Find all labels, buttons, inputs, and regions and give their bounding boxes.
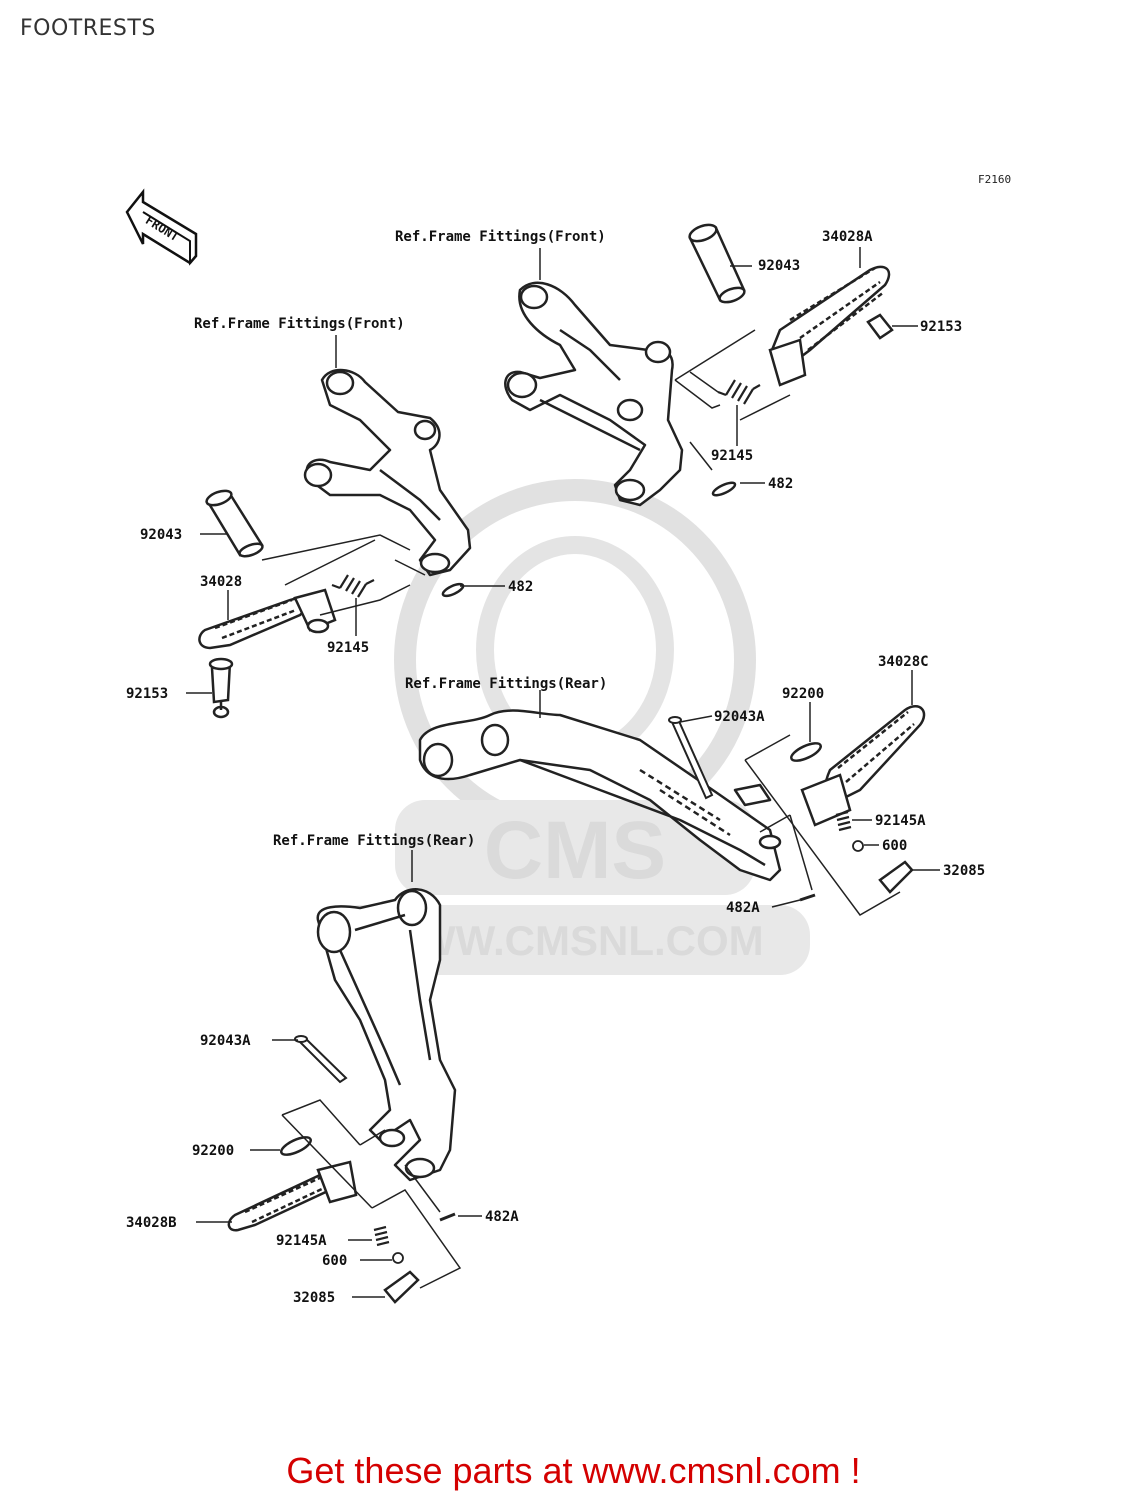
bolt-92153-upper xyxy=(866,313,894,340)
detent-32085-upper xyxy=(878,860,914,894)
label-32085-lower: 32085 xyxy=(293,1290,335,1306)
label-92145-left: 92145 xyxy=(327,640,369,656)
label-600-upper: 600 xyxy=(882,838,907,854)
label-32085-upper: 32085 xyxy=(943,863,985,879)
label-482A-lower: 482A xyxy=(485,1209,519,1225)
clip-482A-lower xyxy=(439,1212,456,1222)
leaders-rear-upper xyxy=(539,670,940,916)
spring-92145A-upper xyxy=(835,810,852,832)
bolt-92153-left xyxy=(208,657,234,719)
label-34028A: 34028A xyxy=(822,229,873,245)
ball-600-upper xyxy=(852,840,864,852)
label-482-upper: 482 xyxy=(768,476,793,492)
label-92043A-upper: 92043A xyxy=(714,709,765,725)
watermark-brand: CMS xyxy=(484,805,666,896)
label-92043A-lower: 92043A xyxy=(200,1033,251,1049)
spring-92145-left xyxy=(331,574,375,598)
clip-482-upper xyxy=(711,481,737,497)
clip-482-left xyxy=(441,582,465,598)
spring-92145A-lower xyxy=(373,1225,390,1247)
washer-92200-lower xyxy=(280,1136,312,1156)
front-bracket-left xyxy=(303,368,472,577)
label-34028B: 34028B xyxy=(126,1215,177,1231)
ref-frame-rear-lower: Ref.Frame Fittings(Rear) xyxy=(273,833,475,849)
watermark-brand-plate xyxy=(395,800,755,895)
spring-92145-upper xyxy=(717,379,761,405)
label-92200-upper: 92200 xyxy=(782,686,824,702)
label-482-left: 482 xyxy=(508,579,533,595)
label-92145-upper: 92145 xyxy=(711,448,753,464)
footpeg-34028B xyxy=(227,1160,358,1232)
pin-92043-upper xyxy=(688,223,746,304)
rear-bracket-lower xyxy=(316,888,457,1182)
front-arrow-icon: FRONT xyxy=(125,188,198,266)
pin-92043A-upper xyxy=(668,716,714,800)
label-92200-lower: 92200 xyxy=(192,1143,234,1159)
ball-600-lower xyxy=(392,1252,404,1264)
label-34028: 34028 xyxy=(200,574,242,590)
label-34028C: 34028C xyxy=(878,654,929,670)
label-92153-upper: 92153 xyxy=(920,319,962,335)
footpeg-34028C xyxy=(800,705,926,827)
leaders-rear-lower xyxy=(196,850,482,1298)
rear-bracket-upper xyxy=(418,709,782,882)
figure-code: F2160 xyxy=(978,173,1012,186)
footer-promo-link[interactable]: Get these parts at www.cmsnl.com ! xyxy=(286,1450,861,1491)
watermark-url-plate xyxy=(330,905,810,975)
label-92153-left: 92153 xyxy=(126,686,168,702)
page-title: FOOTRESTS xyxy=(20,16,156,41)
leaders-upper-right xyxy=(539,247,918,484)
ref-frame-front-upper: Ref.Frame Fittings(Front) xyxy=(395,229,606,245)
ref-frame-rear-upper: Ref.Frame Fittings(Rear) xyxy=(405,676,607,692)
label-600-lower: 600 xyxy=(322,1253,347,1269)
clip-482A-upper xyxy=(799,893,816,902)
pin-92043A-lower xyxy=(294,1035,348,1084)
footpeg-34028A xyxy=(768,265,891,387)
ref-frame-front-left: Ref.Frame Fittings(Front) xyxy=(194,316,405,332)
pin-92043-left xyxy=(205,489,264,558)
label-482A-upper: 482A xyxy=(726,900,760,916)
label-92043-upper: 92043 xyxy=(758,258,800,274)
label-92043-left: 92043 xyxy=(140,527,182,543)
washer-92200-upper xyxy=(790,742,822,762)
label-92145A-lower: 92145A xyxy=(276,1233,327,1249)
leaders-left xyxy=(186,335,505,694)
label-92145A-upper: 92145A xyxy=(875,813,926,829)
footpeg-34028 xyxy=(198,588,337,650)
detent-32085-lower xyxy=(383,1270,420,1304)
front-bracket-right xyxy=(504,281,684,507)
